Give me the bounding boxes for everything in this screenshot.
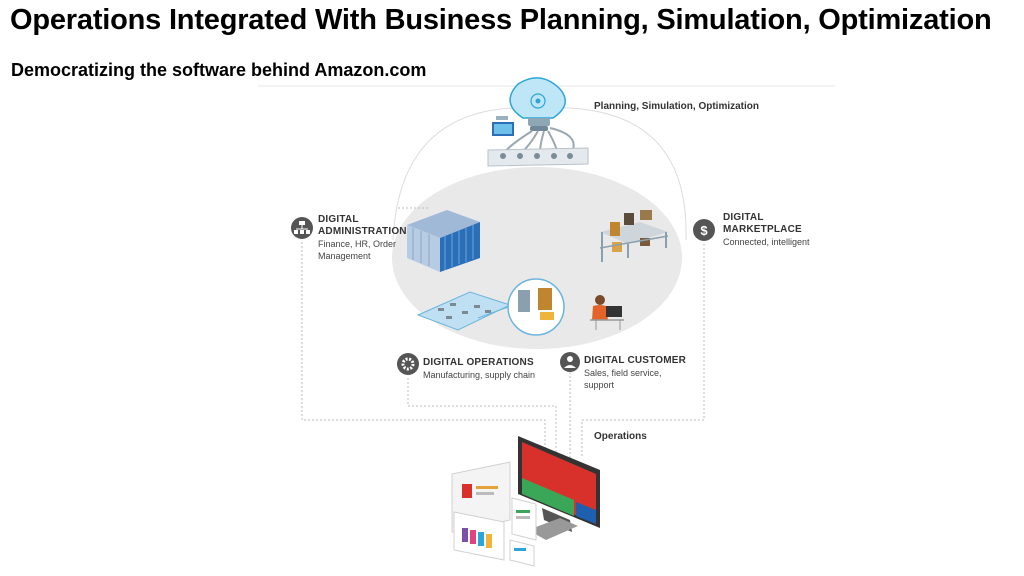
control-panel-icon [487, 147, 589, 167]
person-at-desk-icon [590, 295, 624, 330]
lightbulb-icon [509, 77, 566, 131]
warehouse-racks-icon [599, 210, 669, 262]
page-subtitle: Democratizing the software behind Amazon… [11, 60, 427, 80]
node-title-line2: MARKETPLACE [723, 224, 802, 235]
gear-icon [397, 353, 419, 375]
page-title: Operations Integrated With Business Plan… [10, 4, 992, 36]
dollar-icon: $ [693, 219, 715, 241]
node-title-line1: DIGITAL [318, 214, 359, 225]
warehouse-robot-icon [477, 278, 565, 336]
report-documents-icon [451, 461, 537, 567]
office-building-icon [407, 210, 480, 272]
node-desc-line1: Manufacturing, supply chain [423, 370, 536, 380]
node-desc-line1: Connected, intelligent [723, 237, 810, 247]
node-desc-line2: Management [318, 251, 371, 261]
operations-label: Operations [594, 431, 647, 442]
node-title-line1: DIGITAL [723, 212, 764, 223]
planning-label: Planning, Simulation, Optimization [594, 101, 759, 112]
node-title-line1: DIGITAL CUSTOMER [584, 355, 687, 366]
node-digital-marketplace: DIGITAL MARKETPLACE Connected, intellige… [723, 212, 810, 248]
node-digital-operations: DIGITAL OPERATIONS Manufacturing, supply… [423, 357, 535, 381]
node-digital-administration: DIGITAL ADMINISTRATION Finance, HR, Orde… [318, 214, 407, 262]
monitor-icon [518, 436, 600, 540]
node-desc-line1: Sales, field service, [584, 368, 662, 378]
person-icon [560, 352, 580, 372]
node-title-line1: DIGITAL OPERATIONS [423, 357, 534, 368]
org-chart-icon [291, 217, 313, 239]
tablet-icon [492, 116, 514, 136]
node-title-line2: ADMINISTRATION [318, 226, 407, 237]
node-digital-customer: DIGITAL CUSTOMER Sales, field service, s… [584, 355, 686, 391]
node-desc-line2: support [584, 380, 615, 390]
svg-text:$: $ [700, 223, 708, 238]
connector-lines [301, 207, 705, 458]
node-desc-line1: Finance, HR, Order [318, 239, 397, 249]
